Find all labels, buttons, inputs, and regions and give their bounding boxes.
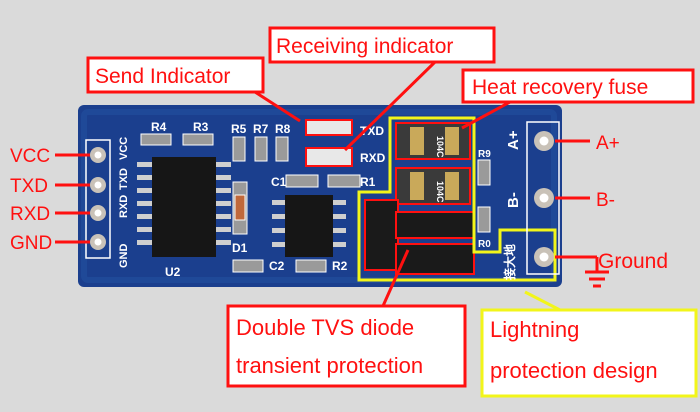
txd-led bbox=[305, 119, 353, 136]
svg-text:RXD: RXD bbox=[118, 195, 130, 218]
pin-label-rxd: RXD bbox=[10, 204, 50, 225]
svg-text:protection design: protection design bbox=[490, 358, 658, 383]
pin-labels: VCC TXD RXD GND A+ B- Ground bbox=[10, 133, 668, 273]
callout-receiving-indicator: Receiving indicator bbox=[268, 26, 496, 64]
left-header-pins bbox=[90, 147, 106, 250]
fuses: 104C 104C bbox=[395, 122, 471, 205]
svg-text:transient protection: transient protection bbox=[236, 353, 423, 378]
right-terminal-pins bbox=[534, 131, 554, 267]
svg-text:A+: A+ bbox=[505, 130, 522, 150]
pin-label-vcc: VCC bbox=[10, 146, 50, 167]
pin-label-gnd: GND bbox=[10, 233, 52, 254]
lightning-leader bbox=[524, 290, 561, 312]
callout-send-indicator: Send Indicator bbox=[86, 56, 265, 94]
pin-label-b-minus: B- bbox=[596, 190, 615, 211]
svg-text:接大地: 接大地 bbox=[502, 244, 517, 280]
svg-text:RXD: RXD bbox=[360, 151, 386, 165]
annotation-leaders bbox=[55, 60, 609, 307]
svg-text:R1: R1 bbox=[360, 175, 376, 189]
callout-heat-recovery-fuse: Heat recovery fuse bbox=[461, 68, 695, 104]
svg-text:104C: 104C bbox=[435, 136, 445, 158]
svg-text:Heat recovery fuse: Heat recovery fuse bbox=[472, 76, 648, 99]
callout-lightning-protection: Lightning protection design bbox=[480, 308, 698, 398]
pin-label-ground: Ground bbox=[598, 250, 668, 273]
svg-text:R0: R0 bbox=[478, 239, 491, 250]
smd-resistors bbox=[140, 133, 491, 273]
lightning-protection-highlight bbox=[357, 116, 557, 282]
svg-text:R8: R8 bbox=[275, 122, 291, 136]
tvs-diodes bbox=[364, 199, 475, 275]
svg-text:TXD: TXD bbox=[118, 168, 130, 190]
svg-text:D1: D1 bbox=[232, 241, 248, 255]
svg-text:R7: R7 bbox=[253, 122, 269, 136]
svg-text:B-: B- bbox=[505, 192, 522, 208]
svg-text:GND: GND bbox=[118, 244, 130, 269]
svg-text:Send Indicator: Send Indicator bbox=[95, 65, 230, 88]
pin-label-a-plus: A+ bbox=[596, 133, 620, 154]
svg-text:C2: C2 bbox=[269, 259, 285, 273]
svg-text:104C: 104C bbox=[435, 181, 445, 203]
svg-text:C1: C1 bbox=[271, 175, 287, 189]
svg-text:R4: R4 bbox=[151, 120, 167, 134]
svg-text:R5: R5 bbox=[231, 122, 247, 136]
callout-double-tvs-diode: Double TVS diode transient protection bbox=[226, 304, 467, 388]
svg-text:VCC: VCC bbox=[118, 137, 130, 160]
svg-text:Lightning: Lightning bbox=[490, 317, 579, 342]
pin-label-txd: TXD bbox=[10, 176, 48, 197]
svg-text:R3: R3 bbox=[193, 120, 209, 134]
svg-text:Double TVS diode: Double TVS diode bbox=[236, 315, 414, 340]
u2-chip bbox=[137, 157, 231, 257]
transceiver-chip bbox=[272, 195, 346, 257]
svg-text:R2: R2 bbox=[332, 259, 348, 273]
svg-text:Receiving indicator: Receiving indicator bbox=[276, 35, 453, 58]
svg-text:U2: U2 bbox=[165, 265, 181, 279]
svg-text:R9: R9 bbox=[478, 149, 491, 160]
rxd-led bbox=[305, 147, 353, 167]
left-header-silkscreen: VCC TXD RXD GND bbox=[118, 137, 130, 268]
